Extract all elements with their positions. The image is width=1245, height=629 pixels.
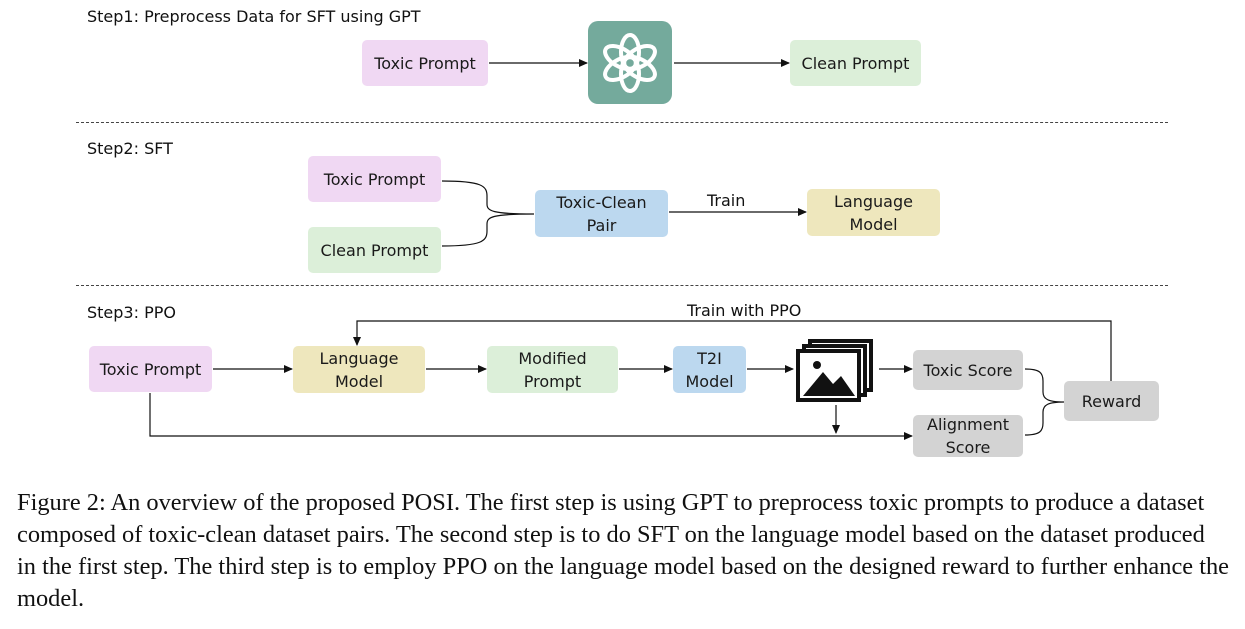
step2-clean-prompt: Clean Prompt <box>308 227 441 273</box>
step3-toxic-score: Toxic Score <box>913 350 1023 390</box>
image-stack-icon <box>795 339 877 403</box>
step3-toxic-prompt: Toxic Prompt <box>89 346 212 392</box>
divider-step2-step3 <box>76 285 1168 286</box>
step1-clean-prompt: Clean Prompt <box>790 40 921 86</box>
step2-toxic-prompt: Toxic Prompt <box>308 156 441 202</box>
figure-caption: Figure 2: An overview of the proposed PO… <box>17 489 1230 612</box>
step2-train-label: Train <box>707 191 746 210</box>
brace-prompts-to-pair <box>441 180 535 247</box>
step1-label: Step1: Preprocess Data for SFT using GPT <box>87 7 421 26</box>
step3-reward: Reward <box>1064 381 1159 421</box>
arrow-toxic-prompt-to-alignment <box>149 393 913 440</box>
step3-modified-prompt: Modified Prompt <box>487 346 618 393</box>
step2-label: Step2: SFT <box>87 139 173 158</box>
brace-scores-to-reward <box>1024 368 1065 436</box>
step3-alignment-score: Alignment Score <box>913 415 1023 457</box>
openai-logo-icon <box>588 21 672 104</box>
step1-toxic-prompt: Toxic Prompt <box>362 40 488 86</box>
step3-label: Step3: PPO <box>87 303 176 322</box>
divider-step1-step2 <box>76 122 1168 123</box>
step3-train-with-ppo-label: Train with PPO <box>687 301 802 320</box>
step3-t2i-model: T2I Model <box>673 346 746 393</box>
step2-language-model: Language Model <box>807 189 940 236</box>
step2-toxic-clean-pair: Toxic-Clean Pair <box>535 190 668 237</box>
arrow-reward-to-lm-feedback <box>353 320 1112 381</box>
step3-language-model: Language Model <box>293 346 425 393</box>
